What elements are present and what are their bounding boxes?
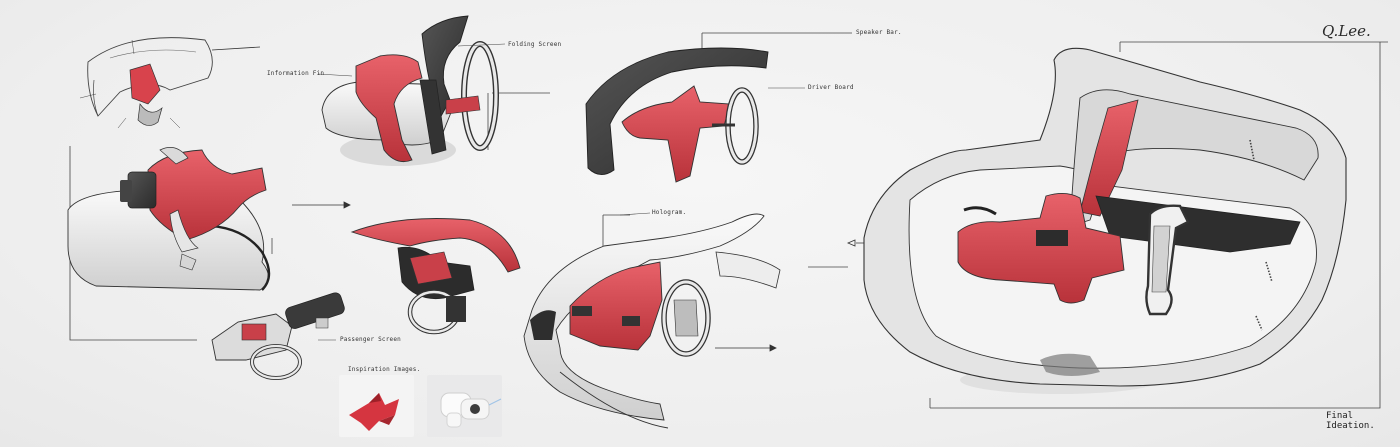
label-information-fin: Information Fin (267, 70, 325, 77)
inspiration-image-white-device (427, 375, 502, 437)
designer-signature: Q.Lee. (1322, 22, 1371, 40)
inspiration-image-red-fin (339, 375, 414, 437)
final-ideation-caption: Final Ideation. (1326, 411, 1375, 431)
label-folding-screen: Folding Screen (508, 41, 562, 48)
folding-screen-sketch (321, 15, 499, 166)
label-speaker-bar: Speaker Bar. (856, 29, 902, 36)
information-fin-sketch (67, 147, 273, 291)
wireframe-cockpit-sketch (79, 37, 213, 129)
hologram-sketch (523, 213, 781, 429)
label-hologram: Hologram. (652, 209, 687, 216)
speaker-bar-sketch (585, 47, 769, 183)
label-driver-board: Driver Board (808, 84, 854, 91)
arrows (211, 46, 900, 352)
label-leaders (317, 43, 805, 341)
final-ideation-sketch (863, 47, 1347, 394)
frame-lines (69, 32, 1388, 409)
passenger-screen-sketch (211, 218, 521, 380)
label-inspiration-images: Inspiration Images. (348, 366, 421, 373)
label-passenger-screen: Passenger Screen (340, 336, 401, 343)
